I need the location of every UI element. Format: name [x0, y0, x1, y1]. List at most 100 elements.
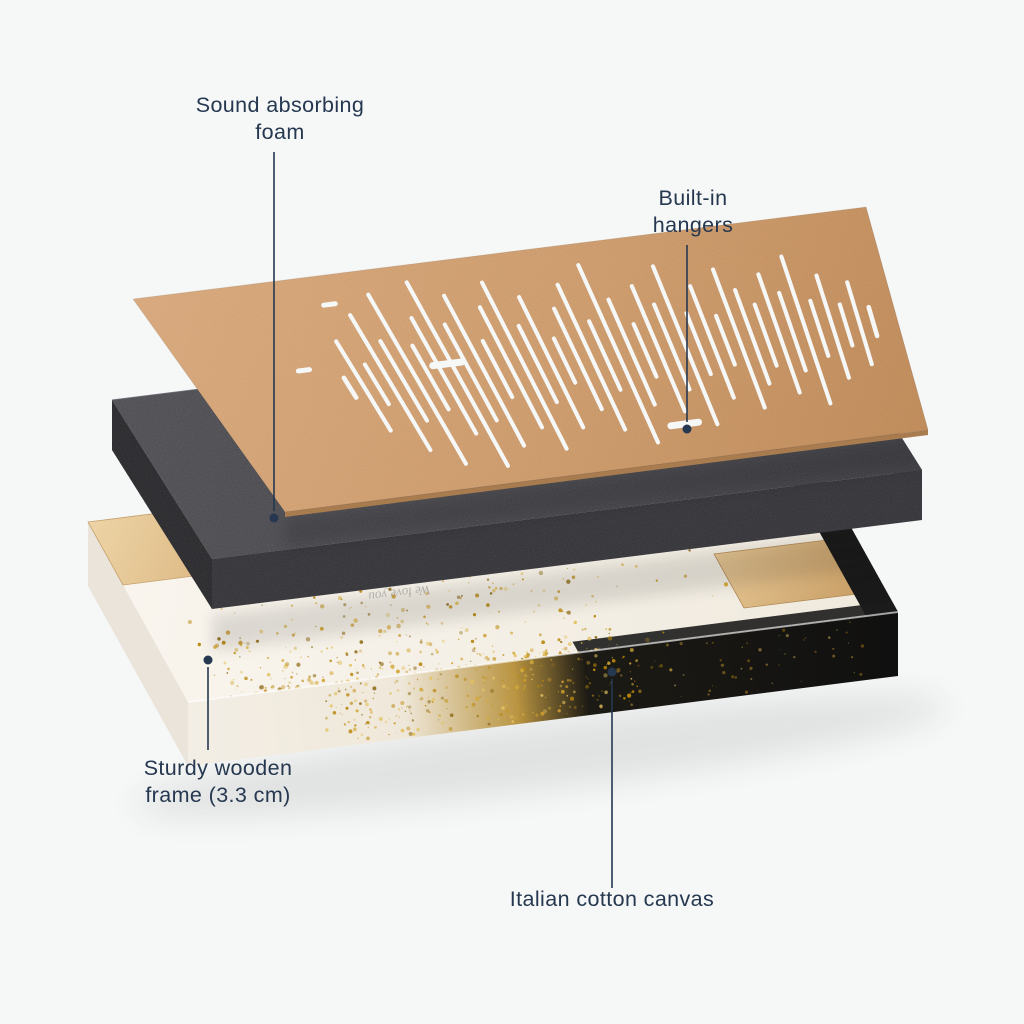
gold-speckle [515, 685, 520, 690]
gold-speckle [492, 650, 495, 653]
gold-speckle [388, 733, 390, 736]
gold-speckle [500, 695, 502, 698]
gold-speckle [301, 679, 305, 683]
gold-speckle [638, 689, 642, 693]
gold-speckle [229, 680, 235, 686]
gold-speckle [322, 676, 324, 678]
gold-speckle [440, 622, 444, 625]
gold-speckle [545, 696, 547, 698]
gold-speckle [348, 729, 353, 734]
gold-speckle [466, 694, 469, 698]
gold-speckle [358, 649, 363, 653]
hanger-slots [429, 358, 702, 430]
gold-speckle [354, 699, 357, 703]
gold-speckle [492, 657, 497, 661]
gold-speckle [711, 685, 714, 687]
soundwave-slit [555, 282, 628, 432]
gold-speckle [611, 656, 614, 659]
gold-speckle [290, 676, 293, 679]
gold-speckle [650, 665, 654, 669]
gold-speckle [361, 713, 363, 716]
soundwave-slit [733, 288, 772, 386]
gold-speckle [270, 678, 272, 680]
callout-canvas: Italian cotton canvas [510, 667, 714, 911]
gold-speckle [708, 689, 711, 693]
gold-speckle [266, 672, 271, 677]
gold-speckle [407, 705, 412, 709]
gold-speckle [635, 659, 638, 662]
gold-speckle [364, 682, 368, 686]
gold-speckle [332, 711, 337, 715]
gold-speckle [359, 640, 364, 644]
gold-speckle [532, 610, 536, 613]
gold-speckle [285, 662, 290, 667]
gold-speckle [223, 661, 227, 665]
gold-speckle [410, 712, 412, 715]
gold-speckle [448, 726, 453, 731]
gold-speckle [245, 646, 249, 650]
gold-speckle [491, 703, 494, 706]
gold-speckle [466, 708, 469, 711]
gold-speckle [609, 684, 611, 686]
gold-speckle [285, 647, 287, 649]
gold-speckle [400, 700, 405, 706]
gold-speckle [749, 666, 753, 671]
gold-speckle [345, 653, 349, 656]
gold-speckle [419, 687, 423, 692]
gold-speckle [548, 693, 550, 695]
gold-speckle [419, 640, 422, 643]
gold-speckle [389, 661, 392, 664]
gold-speckle [361, 664, 365, 667]
gold-speckle [418, 662, 423, 667]
gold-speckle [501, 706, 505, 710]
gold-speckle [353, 719, 356, 721]
soundwave-slit [629, 284, 688, 414]
gold-speckle [707, 693, 710, 696]
gold-speckle [340, 635, 343, 639]
gold-speckle [220, 607, 223, 610]
gold-speckle [540, 711, 545, 716]
gold-speckle [470, 679, 475, 684]
gold-speckle [562, 700, 566, 705]
gold-speckle [505, 704, 508, 707]
gold-speckle [408, 668, 412, 671]
gold-speckle [266, 656, 270, 660]
gold-speckle [505, 696, 509, 699]
gold-speckle [470, 639, 475, 644]
gold-speckle [510, 631, 514, 635]
gold-speckle [408, 682, 411, 685]
gold-speckle [296, 673, 298, 675]
canvas-fold-highlight [187, 611, 899, 703]
hangers-label-line2: hangers [653, 213, 734, 237]
gold-speckle [329, 704, 333, 708]
gold-speckle [550, 658, 553, 661]
gold-speckle [581, 705, 584, 707]
gold-speckle [488, 666, 491, 669]
gold-speckle [400, 728, 405, 733]
soundwave-slit [684, 311, 713, 377]
gold-speckle [568, 705, 572, 709]
gold-speckle [561, 680, 564, 684]
gold-speckle [734, 676, 738, 679]
gold-speckle [408, 731, 413, 736]
gold-speckle [566, 567, 568, 569]
gold-speckle [621, 656, 624, 659]
gold-speckle [636, 685, 639, 688]
board-mark-cutout [321, 301, 338, 308]
gold-speckle [541, 679, 544, 682]
gold-speckle [520, 572, 524, 575]
soundwave-slit [576, 263, 661, 445]
gold-speckle [559, 705, 562, 708]
gold-speckle [461, 627, 463, 629]
gold-speckle [291, 671, 294, 674]
gold-speckle [628, 700, 630, 702]
gold-speckle [593, 614, 597, 618]
gold-speckle [232, 679, 235, 681]
gold-speckle [484, 676, 488, 680]
soundwave-slit [714, 313, 737, 367]
gold-speckle [425, 641, 430, 646]
gold-speckle [347, 721, 350, 724]
gold-speckle [511, 720, 515, 724]
gold-speckle [416, 678, 419, 681]
soundwave-slit [837, 302, 855, 348]
